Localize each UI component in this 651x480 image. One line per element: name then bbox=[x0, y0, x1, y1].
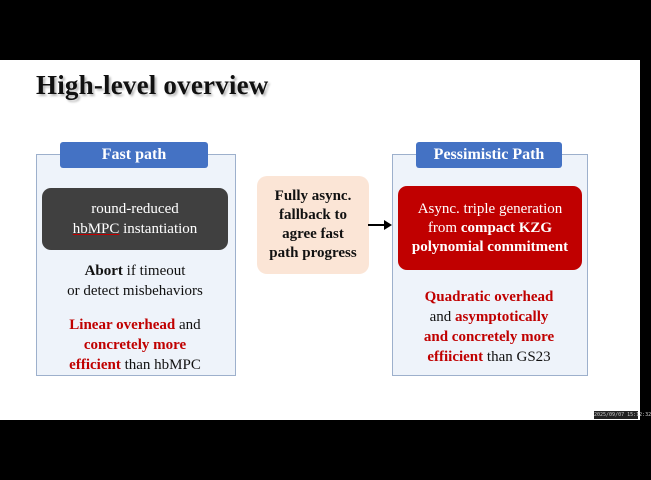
mid-line2: fallback to bbox=[279, 207, 347, 223]
red-box-line2-b: compact KZG bbox=[460, 219, 553, 236]
abort-line1: Abort if timeout bbox=[42, 261, 228, 281]
red-box-line2: from compact KZG bbox=[398, 219, 582, 238]
linear-red: Linear overhead bbox=[69, 317, 176, 333]
quad-line4: effiicient than GS23 bbox=[396, 347, 582, 367]
red-box-line3: polynomial commitment bbox=[411, 238, 569, 255]
quad-line1: Quadratic overhead bbox=[424, 289, 554, 305]
slide: High-level overview Fast path round-redu… bbox=[0, 60, 640, 420]
timestamp: 2025/09/07 15:12:32 bbox=[594, 411, 651, 419]
abort-line2: or detect misbehaviors bbox=[67, 283, 203, 299]
mid-line3: agree fast bbox=[282, 226, 344, 242]
red-box-line2-a: from bbox=[427, 219, 461, 236]
quad-line2-a: and bbox=[429, 309, 456, 325]
mid-line4: path progress bbox=[269, 245, 357, 261]
mid-line1: Fully async. bbox=[274, 188, 352, 204]
linear-line1: Linear overhead and bbox=[40, 315, 230, 335]
fast-path-box-line2: hbMPC instantiation bbox=[42, 219, 228, 239]
fast-path-box-line2-rest: instantiation bbox=[119, 221, 198, 237]
async-fallback-box: Fully async. fallback to agree fast path… bbox=[257, 176, 369, 274]
linear-overhead-text: Linear overhead and concretely more effi… bbox=[40, 315, 230, 375]
quad-line2: and asymptotically bbox=[396, 307, 582, 327]
abort-rest: if timeout bbox=[122, 263, 186, 279]
hbmpc-term: hbMPC bbox=[72, 221, 120, 237]
quad-line4-rest: than GS23 bbox=[483, 349, 551, 365]
pessimistic-path-tab: Pessimistic Path bbox=[416, 142, 562, 168]
quad-line2-red: asymptotically bbox=[455, 309, 549, 325]
linear-rest: and bbox=[175, 317, 201, 333]
arrow-line bbox=[368, 224, 390, 226]
linear-line3-rest: than hbMPC bbox=[120, 357, 201, 373]
abort-text: Abort if timeout or detect misbehaviors bbox=[42, 261, 228, 301]
linear-line3: efficient than hbMPC bbox=[40, 355, 230, 375]
abort-bold: Abort bbox=[84, 263, 123, 279]
linear-line2: concretely more bbox=[83, 337, 187, 353]
red-box-line1: Async. triple generation bbox=[417, 200, 563, 217]
slide-title: High-level overview bbox=[36, 70, 269, 100]
quad-line4-red: effiicient bbox=[427, 349, 484, 365]
fast-path-tab: Fast path bbox=[60, 142, 208, 168]
quad-line3: and concretely more bbox=[423, 329, 555, 345]
fast-path-instantiation-box: round-reduced hbMPC instantiation bbox=[42, 188, 228, 250]
triple-generation-box: Async. triple generation from compact KZ… bbox=[398, 186, 582, 270]
linear-line3-red: efficient bbox=[69, 357, 121, 373]
arrow-head-icon bbox=[384, 220, 392, 230]
fast-path-box-line1: round-reduced bbox=[91, 201, 179, 217]
quadratic-overhead-text: Quadratic overhead and asymptotically an… bbox=[396, 287, 582, 367]
